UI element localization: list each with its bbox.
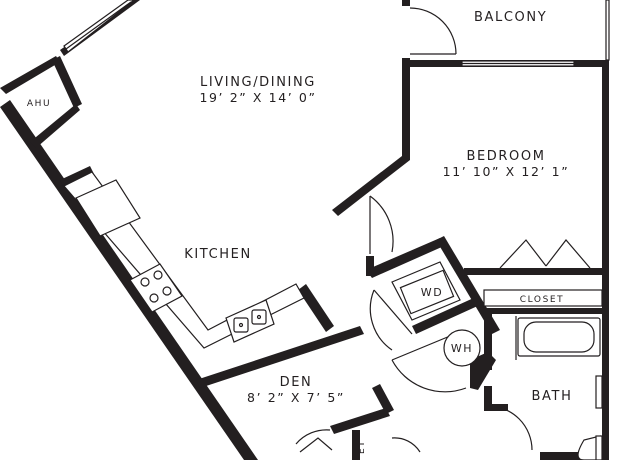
closet-bifold-door	[499, 239, 591, 269]
den-closet-post	[352, 430, 360, 460]
living-dining-size: 19’ 2” X 14’ 0”	[199, 90, 316, 105]
diagonal-exterior-wall	[0, 100, 258, 460]
den-size: 8’ 2” X 7’ 5”	[247, 390, 345, 405]
burner	[153, 270, 163, 280]
hall-wall	[366, 256, 374, 276]
ahu-closet-wall-right	[52, 56, 82, 108]
den-closet-door	[299, 437, 333, 453]
balcony-door-swing	[409, 7, 457, 55]
utility-fixtures	[391, 261, 603, 460]
bath-left-wall	[484, 314, 492, 370]
kitchen-fixtures	[63, 171, 305, 349]
den-right-wall	[372, 384, 394, 414]
kitchen-upper-wall	[60, 166, 94, 188]
bedroom-left-wall	[332, 156, 410, 216]
living-dining-label: LIVING/DINING	[200, 75, 316, 90]
den-label: DEN	[280, 375, 313, 390]
sink-basin	[251, 309, 267, 325]
bedroom-size: 11’ 10” X 12’ 1”	[443, 164, 570, 179]
bedroom-bottom-wall	[464, 268, 602, 275]
bath-label: BATH	[532, 389, 573, 404]
den-top-wall	[196, 326, 364, 388]
sink-basin	[233, 317, 249, 333]
wh-closet-wall	[470, 352, 496, 390]
kitchen-sink	[225, 299, 275, 343]
balcony-right-rail	[605, 0, 610, 61]
laundry-door-swing	[369, 289, 393, 351]
windows	[63, 0, 610, 67]
closet-shelf	[483, 289, 603, 307]
vanity	[595, 375, 603, 409]
water-heater	[443, 329, 481, 367]
right-exterior-wall	[602, 60, 609, 460]
bath-door-swing	[487, 405, 533, 451]
den-closet-label: ET	[357, 440, 367, 454]
bedroom-label: BEDROOM	[466, 149, 545, 164]
refrigerator	[75, 179, 141, 237]
ahu-label: AHU	[27, 99, 51, 109]
water-heater-label: WH	[451, 342, 473, 355]
burner	[149, 293, 159, 303]
bath-lower-right-wall	[540, 452, 602, 460]
bath-lower-wall	[484, 404, 508, 411]
bedroom-door-swing	[369, 195, 394, 253]
exterior-walls	[0, 0, 609, 460]
burner	[162, 286, 172, 296]
labels: BALCONY LIVING/DINING 19’ 2” X 14’ 0” BE…	[27, 10, 573, 454]
closet-bottom-wall	[480, 308, 602, 314]
kitchen-peninsula-wall	[298, 284, 334, 332]
hall-angle-wall	[366, 238, 444, 278]
den-door-swing	[295, 429, 331, 445]
bathtub-inner	[523, 321, 595, 353]
wh-door-swing	[391, 359, 467, 393]
range-stove	[129, 263, 183, 313]
closet-label: CLOSET	[520, 295, 565, 305]
ahu-closet-wall-bottom	[30, 104, 80, 148]
laundry-lower-wall	[412, 296, 482, 334]
bath-left-wall-lower	[484, 386, 492, 406]
balcony-wall-stub	[402, 0, 410, 6]
toilet	[577, 435, 601, 460]
doors	[295, 7, 591, 453]
kitchen-label: KITCHEN	[184, 247, 252, 262]
washer-dryer-label: WD	[421, 286, 444, 299]
ahu-closet-wall	[0, 56, 60, 94]
balcony-label: BALCONY	[474, 10, 547, 25]
den-closet-wall	[330, 408, 390, 434]
balcony-living-wall	[402, 58, 410, 160]
burner	[140, 277, 150, 287]
